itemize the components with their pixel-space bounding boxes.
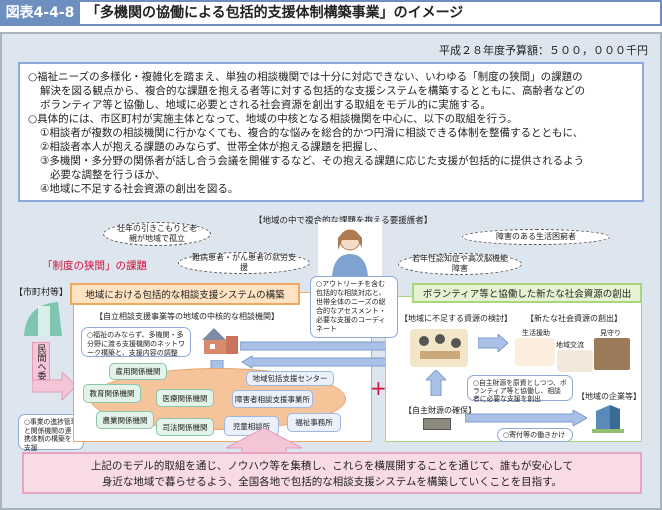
institution-box: 福祉事務所 [287, 413, 341, 432]
resources-title: ボランティア等と協働した新たな社会資源の創出 [412, 283, 642, 303]
institution-box: 教育関係機関 [83, 384, 141, 403]
community-exchange-illustration [557, 350, 593, 372]
institutional-gap-label: 「制度の狭間」の課題 [42, 260, 147, 272]
core-agency-heading: 【自立相談支援事業等の地域の中核的な相談機関】 [95, 312, 279, 321]
new-resource-label: 見守り [600, 329, 621, 337]
person-in-need-illustration [318, 222, 382, 276]
companies-label: 【地域の企業等】 [577, 392, 641, 401]
up-pink-arrow [226, 428, 302, 454]
network-note: ○福祉のみならず、多機関・多分野に渡る支援機関のネットワーク構築と、支援内容の調… [81, 327, 191, 357]
institution-box: 農業関係機関 [96, 411, 154, 429]
money-icon [423, 418, 451, 430]
issues-heading: 【地域の中で複合的な課題を抱える要援護者】 [254, 216, 433, 226]
institution-box: 医療関係機関 [156, 389, 214, 407]
figure-title: 「多機関の協働による包括的支援体制構築事業」のイメージ [80, 0, 662, 26]
institution-box: 障害者相談支援事業所 [232, 390, 313, 408]
funding-note: ○自主財源を原資としつつ、ボランティア等と協働し、相談者に必要な支援を創出 [467, 375, 573, 403]
institution-box: 地域包括支援センター [246, 371, 334, 386]
issue-cloud: 障害のある生活困窮者 [462, 229, 610, 245]
municipality-label: 【市町村等】 [14, 288, 69, 298]
new-resource-label: 地域交流 [556, 341, 584, 349]
summary-line: 必要な調整を行うほか、 [50, 169, 166, 181]
institution-box: 司法関係機関 [156, 418, 214, 436]
company-building-icon [592, 403, 624, 437]
summary-box: ○福祉ニーズの多様化・複雑化を踏まえ、単独の相談機関では十分に対応できない、いわ… [18, 62, 644, 202]
summary-line: 解決を図る観点から、複合的な課題を抱える者等に対する包括的な支援システムを構築す… [40, 85, 586, 97]
issue-cloud: 壮年の引きこもりと老親が地域で孤立 [103, 222, 211, 246]
summary-line: ○福祉ニーズの多様化・複雑化を踏まえ、単独の相談機関では十分に対応できない、いわ… [28, 71, 583, 83]
daily-support-illustration [515, 338, 555, 366]
bidirectional-arrows [240, 340, 400, 369]
shortage-heading: 【地域に不足する資源の検討】 [400, 314, 512, 323]
new-resource-label: 生活援助 [522, 329, 550, 337]
system-title: 地域における包括的な相談支援システムの構築 [70, 283, 300, 305]
city-building-icon [24, 300, 62, 336]
conclusion-line: 上記のモデル的取組を通じ、ノウハウ等を集積し、これらを横展開することを通じて、誰… [90, 460, 574, 472]
summary-line: ②相談者本人が抱える課題のみならず、世帯全体が抱える課題を把握し、 [40, 141, 384, 153]
conclusion-line: 身近な地域で暮らせるよう、全国各地で包括的な相談支援システムを構築していくことを… [101, 476, 563, 488]
figure-number: 図表4-4-8 [0, 0, 80, 26]
outsource-arrow-head [32, 372, 76, 400]
outreach-note: ○アウトリーチを含む包括的な相談対応と、世帯全体のニーズの総合的なアセスメント・… [310, 276, 398, 338]
donation-note: ○寄付等の働きかけ [497, 428, 573, 442]
up-arrow [426, 370, 446, 396]
new-resources-heading: 【新たな社会資源の創出】 [526, 314, 622, 323]
house-icon [200, 326, 240, 360]
conclusion-box: 上記のモデル的取組を通じ、ノウハウ等を集積し、これらを横展開することを通じて、誰… [22, 452, 642, 494]
budget-amount: 平成２８年度予算額：５００，０００千円 [439, 44, 648, 57]
own-funds-label: 【自主財源の確保】 [404, 406, 476, 415]
summary-line: ④地域に不足する社会資源の創出を図る。 [40, 183, 239, 195]
summary-line: ボランティア等と協働し、地域に必要とされる社会資源を創出する取組をモデル的に実施… [40, 99, 491, 111]
donation-arrow [465, 410, 587, 426]
issue-cloud: 若年性認知症や高次脳機能障害 [398, 253, 522, 275]
institution-box: 雇用関係機関 [109, 363, 167, 380]
summary-line: ○具体的には、市区町村が実施主体となって、地域の中核となる相談機関を中心に、以下… [28, 113, 518, 125]
meeting-illustration [410, 329, 468, 367]
summary-line: ③多機関・多分野の関係者が話し合う会議を開催するなど、その抱える課題に応じた支援… [40, 155, 585, 167]
issue-cloud: 難病患者・がん患者の就労支援 [178, 252, 310, 274]
right-arrow [478, 334, 508, 352]
plus-icon: + [370, 376, 387, 400]
watching-over-illustration [594, 338, 630, 370]
summary-line: ①相談者が複数の相談機関に行かなくても、複合的な悩みを総合的かつ円滑に相談できる… [40, 127, 584, 139]
